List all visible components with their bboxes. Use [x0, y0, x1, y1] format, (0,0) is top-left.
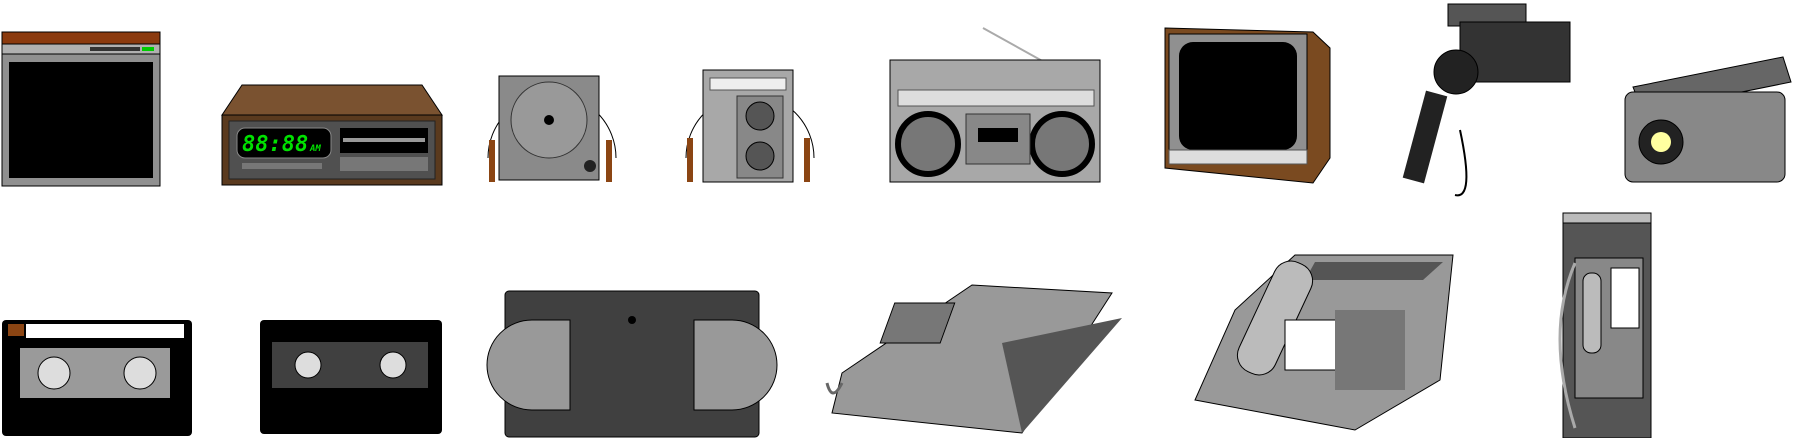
clock-time: 88:88: [242, 132, 308, 157]
answering-machine-phone-icon: [825, 284, 1122, 434]
audio-cassette-icon: [2, 320, 192, 436]
crt-tv-icon: [1164, 27, 1331, 184]
clock-radio-icon: 88:88 AM: [221, 84, 443, 186]
shoulder-camcorder-icon: [1402, 3, 1571, 197]
payphone-icon: [1558, 212, 1652, 438]
boombox-icon: [889, 27, 1101, 183]
handheld-camcorder-icon: [1624, 56, 1792, 183]
office-phone-icon: [1194, 254, 1454, 431]
black-cassette-icon: [260, 320, 442, 434]
flat-tv-icon: [1, 31, 161, 187]
cassette-walkman-icon: [685, 69, 815, 183]
clock-meridiem: AM: [309, 144, 321, 154]
vhs-tape-icon: [486, 290, 778, 438]
cd-player-headphones-icon: [487, 75, 617, 182]
